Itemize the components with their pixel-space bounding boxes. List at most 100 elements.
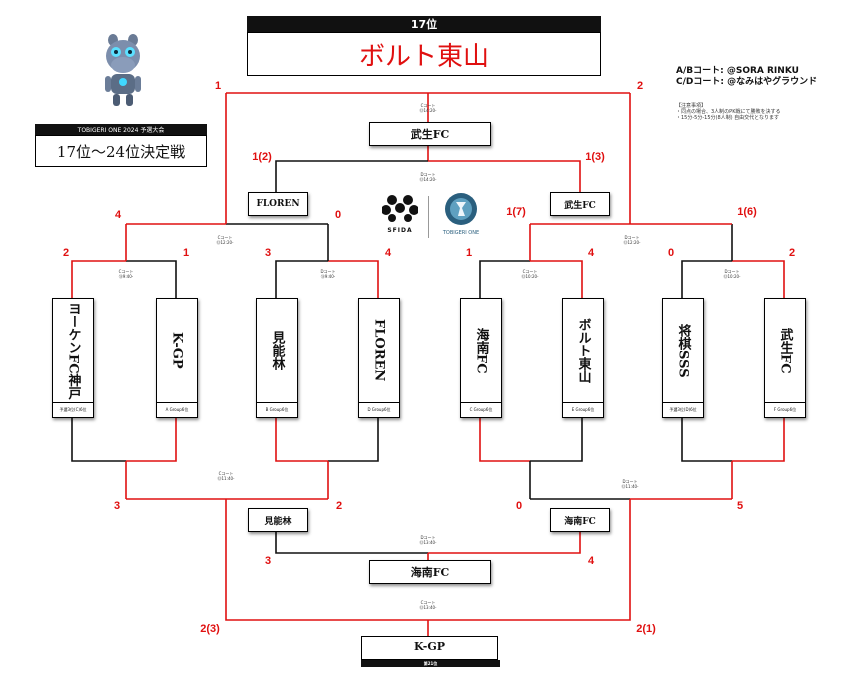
bottom-final-box: K-GP (361, 636, 498, 660)
team-seed: B Group6位 (257, 402, 297, 417)
team-name: ボルト東山 (575, 318, 591, 383)
bracket-lc-m2-left (275, 416, 328, 462)
bracket-r1-m2-right (328, 260, 379, 298)
team-seed: C Group6位 (461, 402, 501, 417)
team-box: ボルト東山 E Group6位 (562, 298, 604, 418)
notes-line-2: ・15分-5分-15分(8人制) 自由交代となります (676, 115, 780, 121)
cons-final-winner-box: 海南FC (369, 560, 491, 584)
qf-left-winner-box: FLOREN (248, 192, 308, 216)
team-seed: F Group6位 (765, 402, 805, 417)
notes-line-1: ・同点の場合、3人制のPK戦にて勝敗を決する (676, 109, 781, 115)
bracket-r1-m1-left (71, 260, 126, 298)
score-r1-m1-a: 2 (62, 247, 70, 259)
team-seed: E Group6位 (563, 402, 603, 417)
team-name: 見能林 (269, 331, 285, 370)
score-cons-left-b: 2 (335, 500, 343, 512)
court-cd-label: C/Dコート: @なみはやグラウンド (676, 77, 818, 87)
team-name: 海南FC (473, 327, 489, 374)
team-box: FLOREN D Group6位 (358, 298, 400, 418)
event-title: 17位～24位決定戦 (35, 135, 207, 167)
bracket-lc-m1-right (126, 416, 177, 462)
champion-name: ボルト東山 (247, 32, 601, 76)
bracket-r1-m4-right (732, 260, 785, 298)
score-r1-m1-b: 1 (182, 247, 190, 259)
bracket-lc-m3-right (530, 416, 583, 462)
team-seed: 予選3位(C)6位 (53, 402, 93, 417)
score-sf-b: 1(3) (585, 151, 605, 163)
team-box: 海南FC C Group6位 (460, 298, 502, 418)
score-cons-right-b: 5 (736, 500, 744, 512)
sf-winner-box: 武生FC (369, 122, 491, 146)
sfida-logo: SFIDA (381, 193, 419, 241)
notes: 【注意事項】 ・同点の場合、3人制のPK戦にて勝敗を決する ・15分-5分-15… (676, 103, 780, 121)
notes-heading: 【注意事項】 (676, 103, 707, 109)
bracket-r1-m3-right (530, 260, 583, 298)
team-seed: D Group6位 (359, 402, 399, 417)
score-cons-final-b: 4 (587, 555, 595, 567)
qf-right-winner-box: 武生FC (550, 192, 610, 216)
score-cons-right-a: 0 (515, 500, 523, 512)
bracket-r1-m4-left (681, 260, 732, 298)
score-r1-m3-b: 4 (587, 247, 595, 259)
bracket-lc-m1-left (71, 416, 126, 462)
team-name: ヨーケンFC神戸 (65, 301, 81, 400)
bracket-r1-m1-right (126, 260, 177, 298)
score-sf-a: 1(2) (252, 151, 272, 163)
team-box: ヨーケンFC神戸予選3位(C)6位 (52, 298, 94, 418)
score-qf-right-b: 1(6) (737, 206, 757, 218)
event-subtitle: TOBIGERI ONE 2024 予選大会 (35, 124, 207, 135)
score-r1-m2-a: 3 (264, 247, 272, 259)
hippo-mascot-image (98, 30, 148, 110)
score-bottom-final-a: 2(3) (200, 623, 220, 635)
score-r1-m4-a: 0 (667, 247, 675, 259)
bracket-lc-m4-right (732, 416, 785, 462)
logo-divider (428, 196, 429, 238)
team-name: 武生FC (777, 327, 793, 374)
score-cons-left-a: 3 (113, 500, 121, 512)
team-seed: 予選3位(D)6位 (663, 402, 703, 417)
team-name: 将棋SSS (675, 323, 691, 378)
team-name: K-GP (169, 332, 185, 369)
cons-right-winner-box: 海南FC (550, 508, 610, 532)
bracket-sf-right (428, 160, 581, 192)
bracket-lcf-left (275, 530, 428, 554)
team-box: 見能林 B Group6位 (256, 298, 298, 418)
tobigeri-text: TOBIGERI ONE (442, 230, 480, 236)
court-ab-label: A/Bコート: @SORA RINKU (676, 66, 799, 76)
team-box: 将棋SSS 予選3位(D)6位 (662, 298, 704, 418)
score-bottom-final-b: 2(1) (636, 623, 656, 635)
bracket-r1-m3-left (479, 260, 530, 298)
bracket-lc-m3-left (479, 416, 530, 462)
bracket-lc-m2-right (328, 416, 379, 462)
score-r1-m4-b: 2 (788, 247, 796, 259)
top-rank-label: 17位 (247, 16, 601, 32)
score-qf-left-b: 0 (334, 209, 342, 221)
bracket-lcf-right (428, 530, 581, 554)
score-r1-m3-a: 1 (465, 247, 473, 259)
team-box: 武生FC F Group6位 (764, 298, 806, 418)
score-final-b: 2 (636, 80, 644, 92)
bracket-lc-m4-left (681, 416, 732, 462)
bottom-rank-label: 第21位 (361, 660, 500, 667)
sfida-text: SFIDA (387, 227, 413, 234)
bracket-sf-left (275, 160, 428, 192)
team-name: FLOREN (371, 319, 387, 382)
court-info: A/Bコート: @SORA RINKU C/Dコート: @なみはやグラウンド (676, 66, 817, 88)
score-final-a: 1 (214, 80, 222, 92)
tobigeri-logo: TOBIGERI ONE (440, 192, 482, 244)
